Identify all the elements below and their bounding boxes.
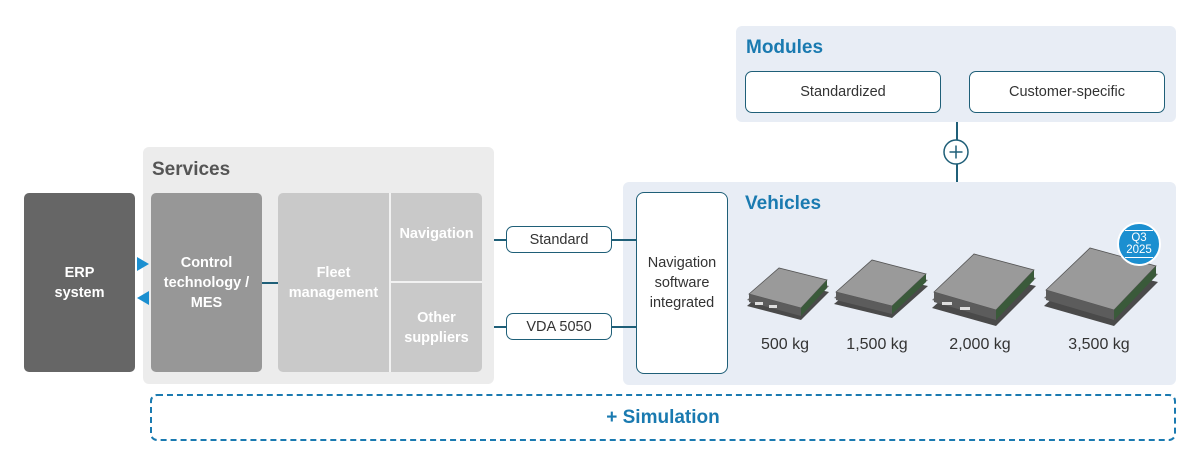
control-technology-box[interactable]: Control technology / MES <box>151 193 262 372</box>
vehicle-label-2000: 2,000 kg <box>949 336 1011 353</box>
other-suppliers-box[interactable]: Other suppliers <box>391 283 482 372</box>
navigation-box[interactable]: Navigation <box>399 226 474 242</box>
erp-system-box[interactable]: ERP system <box>24 193 135 372</box>
modules-panel: Modules Standardized Customer-specific <box>736 26 1176 122</box>
erp-line2: system <box>54 284 105 301</box>
vehicle-image-3500 <box>1042 246 1162 330</box>
nav-software-line1: Navigation <box>647 255 717 271</box>
vehicle-label-1500: 1,500 kg <box>846 336 908 353</box>
standard-interface-box[interactable]: Standard <box>506 226 612 253</box>
vehicle-label-3500: 3,500 kg <box>1068 336 1130 353</box>
suppliers-vda-connector <box>494 326 506 328</box>
erp-line1: ERP <box>64 264 95 281</box>
control-line2: technology / <box>163 274 250 291</box>
other-suppliers-line2: suppliers <box>404 329 469 346</box>
control-line1: Control <box>180 254 233 271</box>
vehicle-image-2000 <box>930 246 1040 330</box>
modules-title: Modules <box>746 37 824 58</box>
vehicles-title: Vehicles <box>745 193 822 214</box>
fleet-line1: Fleet <box>316 264 351 281</box>
services-title: Services <box>152 159 231 180</box>
navigation-standard-connector <box>494 239 506 241</box>
module-standardized[interactable]: Standardized <box>745 71 941 113</box>
plus-circle-icon <box>943 139 969 165</box>
fleet-divider-horizontal <box>391 281 482 283</box>
release-badge: Q3 2025 <box>1117 222 1161 266</box>
control-line3: MES <box>190 294 223 311</box>
simulation-box[interactable]: + Simulation <box>150 394 1176 441</box>
module-customer-specific[interactable]: Customer-specific <box>969 71 1165 113</box>
vehicle-label-500: 500 kg <box>760 336 810 353</box>
standard-nav-software-connector <box>612 239 636 241</box>
fleet-management-group: Fleet management Navigation Other suppli… <box>278 193 482 372</box>
nav-software-line2: software <box>654 275 710 291</box>
arrow-right-icon <box>137 257 149 271</box>
vda-5050-interface-box[interactable]: VDA 5050 <box>506 313 612 340</box>
fleet-management-box[interactable]: Fleet management <box>278 193 389 372</box>
fleet-line2: management <box>288 284 379 301</box>
vehicle-image-500 <box>745 262 835 324</box>
fleet-divider-vertical <box>389 193 391 372</box>
other-suppliers-line1: Other <box>417 309 456 326</box>
arrow-left-icon <box>137 291 149 305</box>
vehicle-image-1500 <box>832 252 932 324</box>
nav-software-line3: integrated <box>649 295 715 311</box>
badge-year: 2025 <box>1126 244 1152 256</box>
control-fleet-connector <box>262 282 278 284</box>
badge-quarter: Q3 <box>1131 232 1147 244</box>
vda-nav-software-connector <box>612 326 636 328</box>
navigation-software-box[interactable]: Navigation software integrated <box>636 192 728 374</box>
